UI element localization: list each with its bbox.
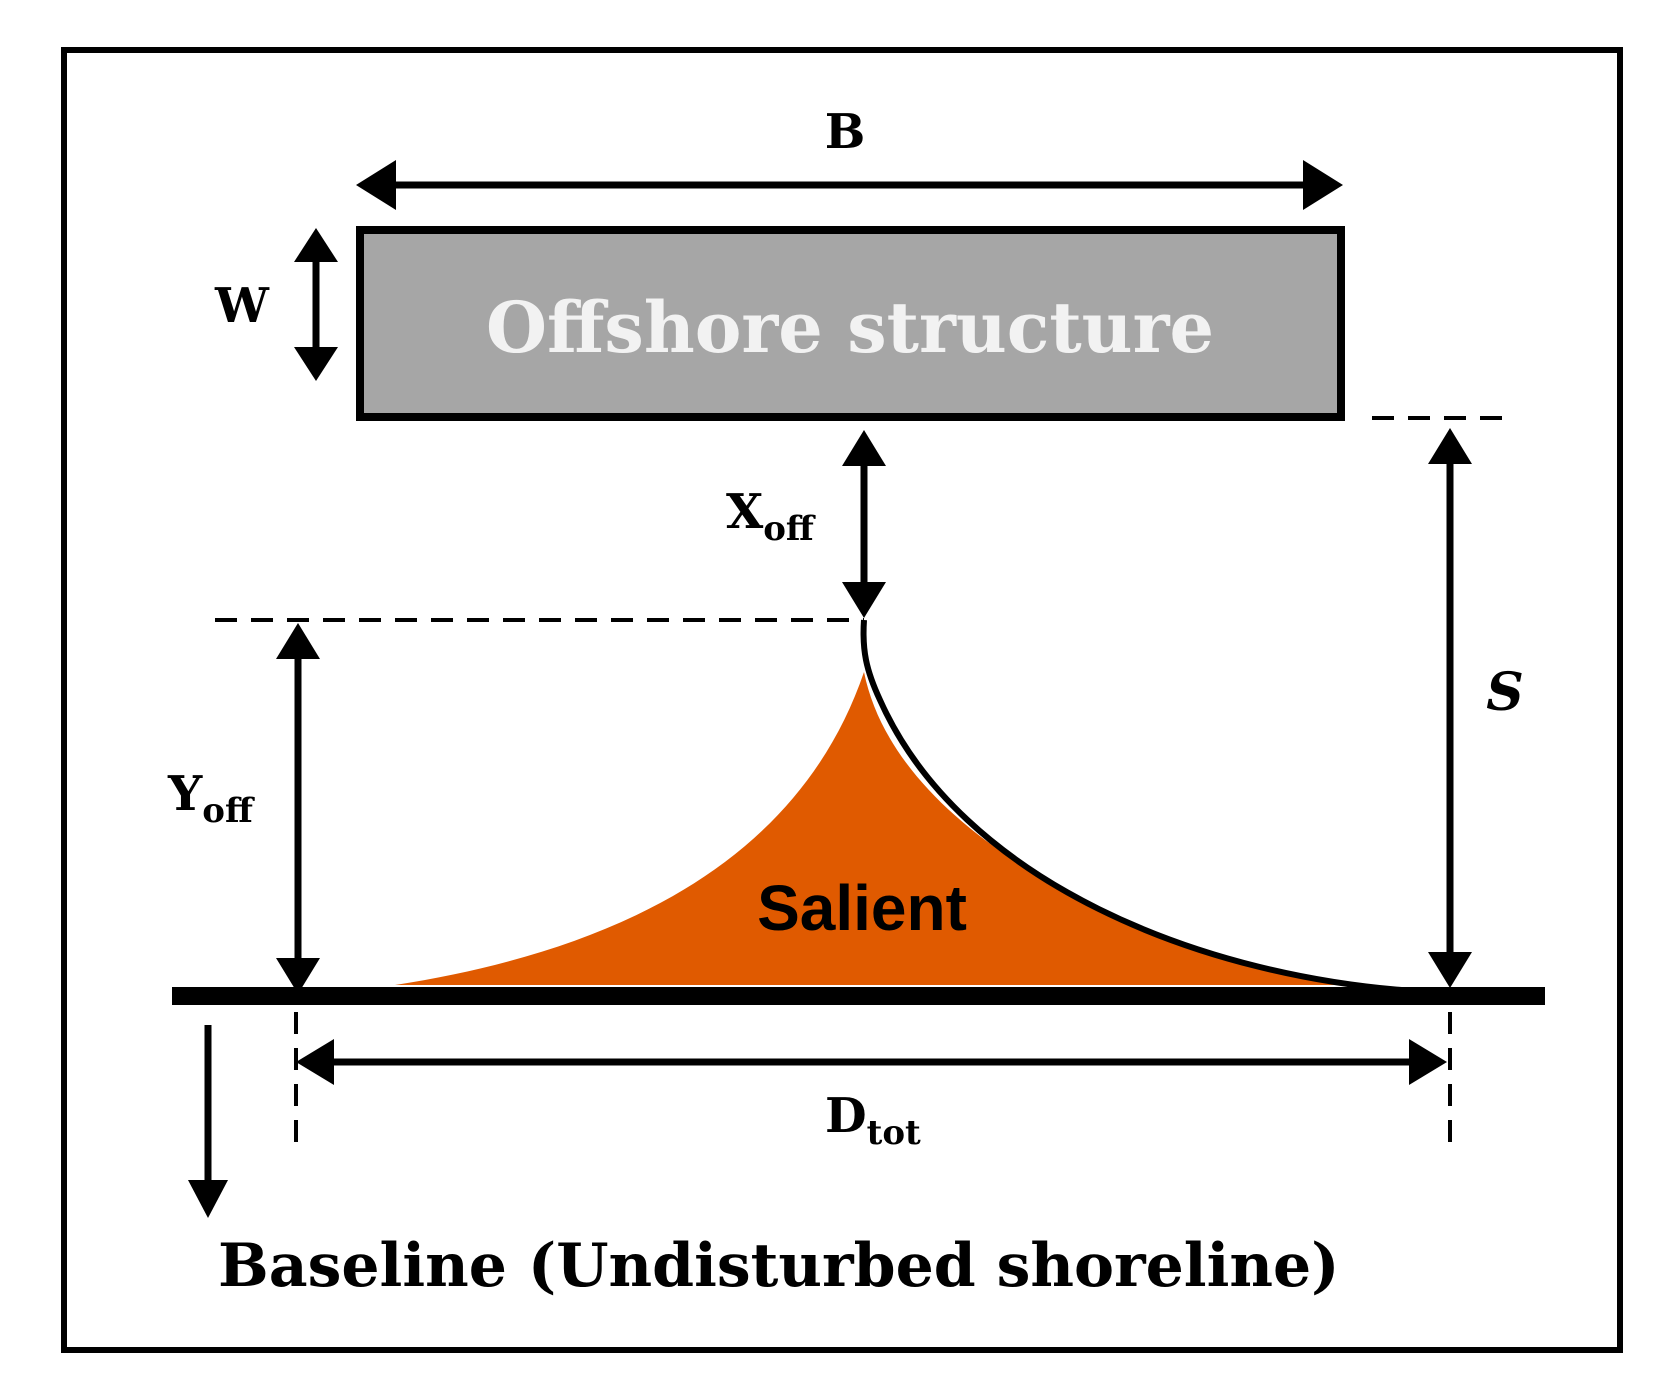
label-baseline: Baseline (Undisturbed shoreline) <box>218 1231 1340 1301</box>
salient-shape <box>395 672 1350 985</box>
label-salient: Salient <box>757 872 967 944</box>
yoff-dimension-arrow <box>276 623 320 994</box>
dtot-dimension-arrow <box>296 1039 1447 1085</box>
xoff-dimension-arrow <box>842 430 886 618</box>
offshore-structure <box>356 226 1345 421</box>
outer-frame <box>61 47 1623 1353</box>
label-offshore-structure: Offshore structure <box>486 286 1214 369</box>
b-dimension-arrow <box>356 160 1343 210</box>
baseline-down-arrow <box>188 1025 228 1218</box>
label-w: W <box>214 278 270 334</box>
salient-outline <box>860 619 1431 995</box>
label-dtot: Dtot <box>825 1088 921 1153</box>
label-xoff: Xoff <box>726 484 816 549</box>
label-yoff: Yoff <box>167 766 255 831</box>
label-s: S <box>1486 662 1524 723</box>
label-b: B <box>825 104 866 160</box>
w-dimension-arrow <box>294 228 338 381</box>
s-dimension-arrow <box>1428 428 1472 988</box>
